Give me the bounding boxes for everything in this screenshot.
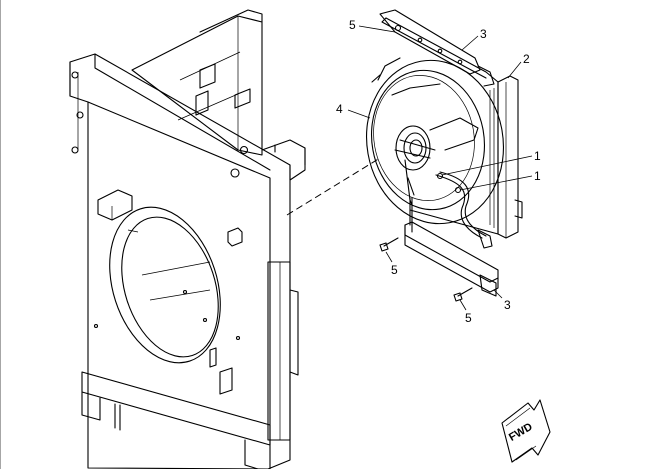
bolt-bottom: [453, 287, 473, 302]
callout-1-upper: 1: [534, 149, 541, 163]
fan-opening: [109, 206, 221, 364]
assembly-dashed-line: [286, 157, 381, 216]
bolt-hole: [71, 146, 79, 154]
leader-lines: [347, 25, 533, 311]
plate-boss: [227, 227, 243, 247]
callout-3-bottom: 3: [504, 298, 511, 312]
plate-bracket: [97, 189, 133, 221]
radiator-core: [385, 17, 499, 235]
bottom-crossbar: [81, 371, 271, 446]
top-bracket: [379, 9, 481, 75]
callout-2: 2: [523, 52, 530, 66]
harness-clip: [436, 172, 444, 180]
wiring-harness: [435, 174, 483, 239]
callout-1-lower: 1: [534, 169, 541, 183]
fan-shroud-assembly: [365, 9, 523, 249]
fwd-arrow-shape: [501, 399, 551, 463]
fan-ring: [370, 69, 486, 211]
side-channel: [267, 261, 291, 441]
motor-shaft: [409, 139, 423, 157]
fan-motor: [395, 125, 431, 171]
rear-bracket-slot: [199, 63, 216, 89]
radiator-side-tank: [497, 75, 519, 239]
harness-clip: [454, 186, 462, 194]
callout-5-mid: 5: [391, 263, 398, 277]
callout-5-bottom: 5: [465, 311, 472, 325]
callout-4: 4: [336, 102, 343, 116]
harness-strap: [429, 117, 479, 151]
latch: [219, 367, 233, 395]
bolt-hole: [71, 71, 79, 79]
mounting-plate-assembly: [69, 9, 306, 469]
front-plate: [69, 53, 291, 469]
fwd-label: FWD: [507, 421, 535, 444]
top-tab: [261, 139, 306, 181]
fan-opening-inner: [121, 216, 219, 358]
callout-3-top: 3: [480, 27, 487, 41]
connector: [477, 229, 493, 249]
bolt-mid: [379, 237, 399, 252]
front-plate-face: [87, 101, 271, 469]
bottom-bracket: [404, 197, 499, 297]
forward-direction-arrow: FWD: [501, 399, 551, 463]
fan-shroud: [365, 59, 505, 225]
rear-frame-plate: [131, 15, 263, 156]
callout-5-top: 5: [349, 18, 356, 32]
